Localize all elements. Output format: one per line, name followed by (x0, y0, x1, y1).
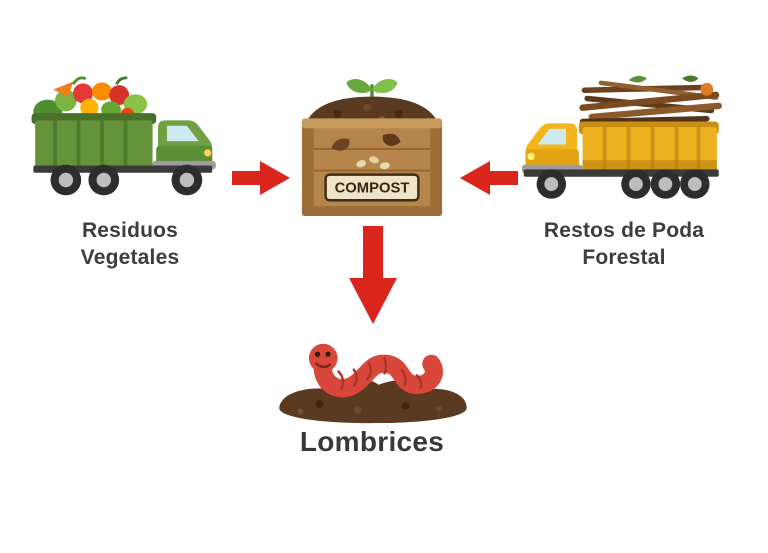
label-lombrices: Lombrices (299, 426, 445, 457)
label-restos-line1: Restos de Poda (543, 219, 705, 242)
arrow-left-shape (460, 161, 518, 195)
worm-body (313, 352, 443, 398)
worm-face (308, 343, 338, 373)
compost-label-text: COMPOST (335, 180, 410, 196)
truck-bed (578, 121, 719, 172)
label-residuos-vegetales: Residuos Vegetales (30, 218, 230, 272)
label-restos-poda: Restos de Poda Forestal (518, 218, 730, 272)
truck-wheels (50, 164, 203, 196)
compost-bin-illustration: COMPOST (288, 72, 456, 220)
arrow-right-shape (232, 161, 290, 195)
forestry-truck-illustration (518, 70, 730, 208)
forestry-truck-icon (521, 75, 722, 199)
soil-mound (279, 378, 467, 424)
truck-wheels (536, 169, 710, 199)
truck-cab (521, 123, 583, 174)
label-restos-line2: Forestal (582, 245, 666, 269)
arrow-down-shape (349, 226, 397, 324)
arrow-right-icon (232, 158, 290, 198)
vegetable-truck-illustration (26, 68, 234, 208)
truck-cab (152, 120, 216, 170)
label-residuos-line1: Residuos (81, 219, 179, 242)
truck-bed (31, 113, 157, 168)
arrow-left-icon (460, 158, 518, 198)
compost-label-plate: COMPOST (324, 173, 420, 202)
earthworm-illustration (262, 316, 482, 426)
vegetable-truck-icon (31, 76, 216, 196)
branches-pile (579, 75, 722, 125)
earthworm-icon (279, 343, 467, 424)
compost-bin-icon: COMPOST (301, 79, 443, 217)
arrow-down-icon (347, 226, 399, 324)
label-residuos-line2: Vegetales (80, 245, 180, 269)
